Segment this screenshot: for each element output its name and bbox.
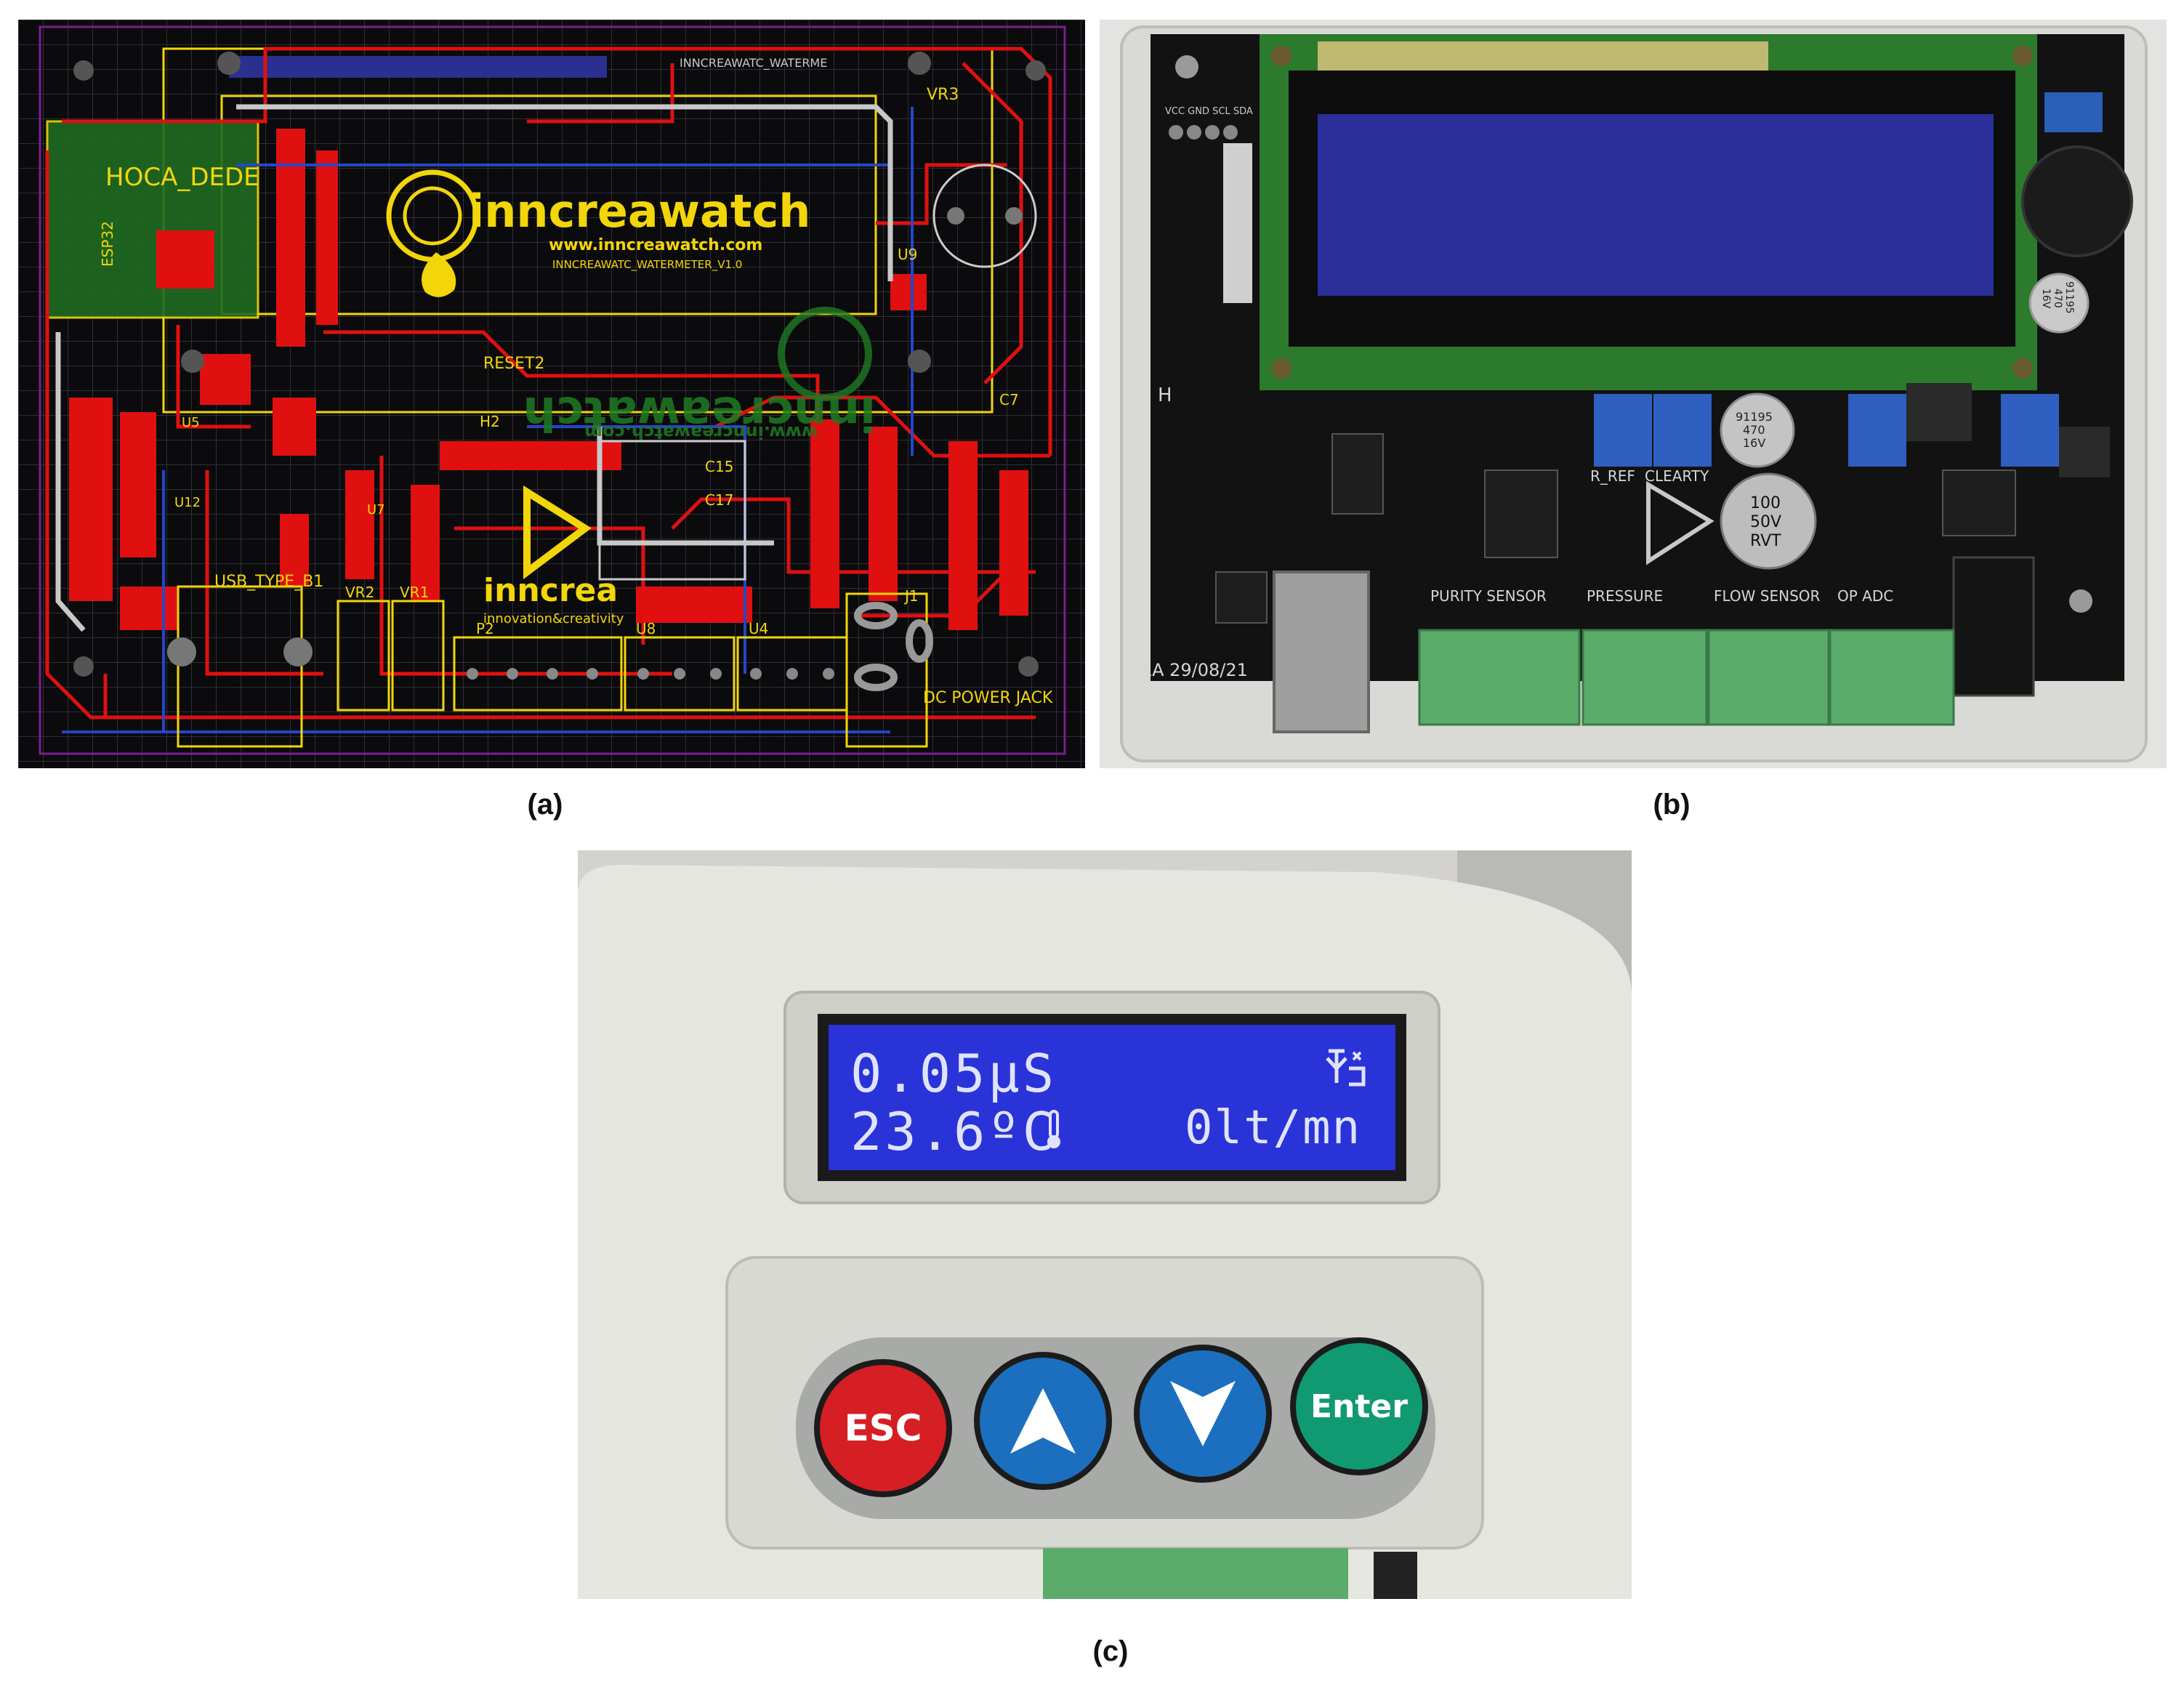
capacitor-top-right <box>2028 273 2090 334</box>
label-mirror-brand: inncreawatch <box>523 386 876 440</box>
panel-a-pcb-layout: HOCA_DEDE ESP32 inncreawatch www.inncrea… <box>18 20 1085 768</box>
label-c7: C7 <box>999 391 1019 408</box>
label-vr2: VR2 <box>345 584 374 601</box>
enter-button-label: Enter <box>1310 1387 1408 1425</box>
trimpots <box>1594 394 2059 467</box>
label-cap-big-2: 50V <box>1750 513 1781 531</box>
arrow-down-icon <box>1170 1381 1236 1446</box>
label-r-ref: R_REF <box>1590 467 1635 485</box>
label-cap-small-2: 470 <box>1743 423 1765 437</box>
label-cap-big-1: 100 <box>1750 494 1781 512</box>
panel-b-board-photo: VCC GND SCL SDA 91195 470 16V 91195 470 … <box>1100 20 2167 768</box>
label-cap-small-3: 16V <box>1743 436 1765 450</box>
label-j1: J1 <box>903 587 919 605</box>
caption-c: (c) <box>1092 1635 1129 1667</box>
top-header-pins <box>229 56 607 78</box>
caption-b: (b) <box>1653 789 1691 821</box>
label-p2: P2 <box>476 620 494 637</box>
board-outline <box>39 25 1066 755</box>
label-term-3: FLOW SENSOR <box>1714 587 1821 605</box>
caption-a: (a) <box>527 789 563 821</box>
label-cap-small-1: 91195 <box>1736 410 1773 424</box>
label-url: www.inncreawatch.com <box>549 236 762 254</box>
label-mirror-url: www.inncreawatch.com <box>584 422 818 443</box>
terminal-footprints <box>337 592 928 748</box>
capacitor-large <box>1720 472 1817 570</box>
label-vr3: VR3 <box>927 86 959 104</box>
label-vr1: VR1 <box>400 584 429 601</box>
label-h2: H2 <box>480 413 500 430</box>
label-u12: U12 <box>174 495 201 510</box>
label-cap-top-1: 91195 <box>2063 281 2075 314</box>
inncrea-logo-icon: inncrea innovation&creativity <box>483 485 624 627</box>
label-u5: U5 <box>182 415 200 430</box>
label-top-silk: INNCREAWATC_WATERME <box>680 56 827 70</box>
bottom-layer-logo-icon <box>778 307 872 401</box>
up-button[interactable] <box>974 1352 1112 1490</box>
label-c17: C17 <box>705 491 733 509</box>
label-dc: DC POWER JACK <box>923 689 1053 707</box>
lcd-screen <box>1318 114 1994 296</box>
down-button[interactable] <box>1134 1345 1272 1483</box>
usb-footprint <box>177 585 303 748</box>
label-u7: U7 <box>367 502 385 517</box>
label-term-1: PURITY SENSOR <box>1430 587 1547 605</box>
panel-c-device-photo: 0.05µS 23.6ºC 0lt/mn ESC Enter <box>578 850 1632 1599</box>
label-brand: inncreawatch <box>469 185 810 238</box>
label-u8: U8 <box>636 620 656 637</box>
label-logo-main: inncrea <box>483 572 618 609</box>
esp32-footprint <box>46 120 259 319</box>
label-u9: U9 <box>898 246 917 263</box>
capacitor-small <box>1720 392 1795 468</box>
label-usb: USB_TYPE_B1 <box>214 573 323 591</box>
label-reset: RESET2 <box>483 355 545 373</box>
esc-button-label: ESC <box>844 1407 922 1449</box>
label-c15: C15 <box>705 458 733 475</box>
terminal-blocks <box>1418 629 1955 726</box>
inncreawatch-logo-icon <box>386 169 479 297</box>
label-h: H <box>1158 384 1172 406</box>
device-photo-drawing <box>578 850 1632 1599</box>
lcd-signal-icon <box>1323 1047 1366 1090</box>
lcd-thermometer-icon <box>1043 1108 1065 1152</box>
board-photo-drawing: VCC GND SCL SDA 91195 470 16V 91195 470 … <box>1100 20 2167 768</box>
label-u4: U4 <box>749 620 768 637</box>
lcd-line-2-left: 23.6ºC <box>850 1101 1057 1162</box>
inncrea-logo-icon <box>1646 480 1714 565</box>
label-term-2: PRESSURE <box>1587 587 1663 605</box>
dc-jack-pads <box>854 602 933 691</box>
label-term-4: OP ADC <box>1837 587 1893 605</box>
label-cap-top-2: 470 <box>2052 289 2063 308</box>
label-date: AA 29/08/21 <box>1140 660 1248 680</box>
label-pins: VCC GND SCL SDA <box>1165 106 1253 117</box>
label-model: INNCREAWATC_WATERMETER_V1.0 <box>552 258 742 272</box>
pcb-layout-drawing: HOCA_DEDE ESP32 inncreawatch www.inncrea… <box>18 20 1085 768</box>
label-esp: ESP32 <box>99 221 116 267</box>
lcd-line-2-right: 0lt/mn <box>1185 1101 1362 1155</box>
arrow-up-icon <box>1010 1388 1076 1454</box>
usb-connector <box>1273 571 1370 733</box>
label-hoca: HOCA_DEDE <box>105 163 259 192</box>
label-clearty: CLEARTY <box>1645 467 1709 485</box>
dc-jack <box>1952 556 2035 697</box>
mounting-holes <box>73 52 1046 677</box>
enter-button[interactable]: Enter <box>1290 1337 1428 1475</box>
esc-button[interactable]: ESC <box>814 1359 952 1497</box>
label-cap-big-3: RVT <box>1750 532 1781 550</box>
lcd-line-1-left: 0.05µS <box>850 1043 1057 1104</box>
label-logo-sub: innovation&creativity <box>483 611 624 627</box>
label-cap-top-3: 16V <box>2040 289 2052 309</box>
lcd-display <box>829 1025 1395 1170</box>
buzzer <box>2021 145 2133 257</box>
